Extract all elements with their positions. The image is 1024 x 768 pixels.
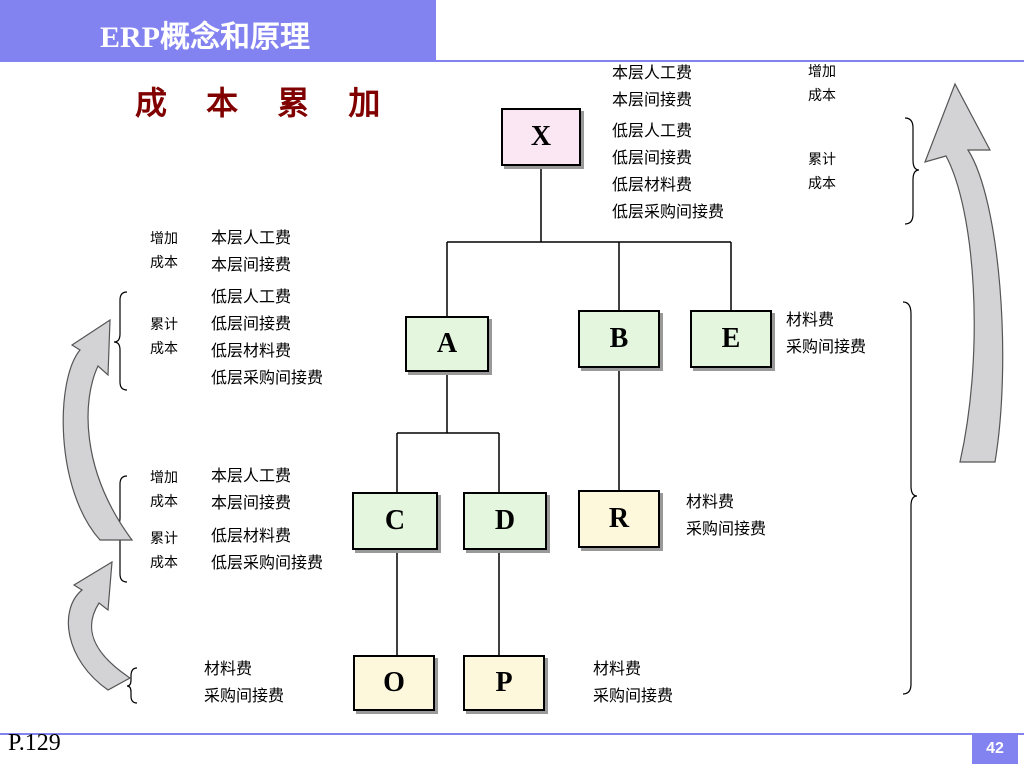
e-cost-1: 材料费 — [786, 310, 835, 329]
node-o: O — [353, 655, 435, 711]
brace-x-right — [904, 117, 920, 225]
x-increase-cost-2: 本层间接费 — [612, 90, 693, 109]
curved-arrow-right — [924, 82, 1004, 463]
a-cumulative-tag-1: 累计 — [150, 317, 178, 333]
diagram-heading: 成 本 累 加 — [135, 84, 395, 122]
curved-arrow-left-upper — [62, 318, 134, 541]
r-cost-1: 材料费 — [686, 492, 735, 511]
title-bar — [0, 0, 436, 62]
x-cumulative-tag-2: 成本 — [808, 176, 836, 192]
node-x: X — [501, 108, 581, 166]
a-increase-tag-1: 增加 — [150, 231, 178, 247]
node-b: B — [578, 310, 660, 368]
brace-a-left — [113, 291, 128, 391]
footer-line — [0, 733, 1024, 735]
x-increase-cost-1: 本层人工费 — [612, 63, 693, 82]
x-cumulative-cost-4: 低层采购间接费 — [612, 202, 725, 221]
c-cumulative-tag-2: 成本 — [150, 555, 178, 571]
a-cumulative-cost-3: 低层材料费 — [211, 341, 292, 360]
p-cost-2: 采购间接费 — [593, 686, 674, 705]
c-cumulative-cost-2: 低层采购间接费 — [211, 553, 324, 572]
a-cumulative-cost-1: 低层人工费 — [211, 287, 292, 306]
o-cost-2: 采购间接费 — [204, 686, 285, 705]
slide-title: ERP概念和原理 — [100, 21, 310, 54]
x-increase-tag-2: 成本 — [808, 88, 836, 104]
node-a: A — [405, 316, 489, 372]
r-cost-2: 采购间接费 — [686, 519, 767, 538]
x-cumulative-tag-1: 累计 — [808, 152, 836, 168]
page-reference: P.129 — [8, 730, 61, 756]
a-increase-cost-2: 本层间接费 — [211, 255, 292, 274]
a-cumulative-cost-2: 低层间接费 — [211, 314, 292, 333]
a-cumulative-tag-2: 成本 — [150, 341, 178, 357]
slide-number: 42 — [972, 734, 1018, 764]
node-e: E — [690, 310, 772, 368]
node-d: D — [463, 492, 547, 550]
curved-arrow-left-lower — [67, 560, 132, 691]
title-underline — [436, 60, 1024, 62]
a-increase-tag-2: 成本 — [150, 255, 178, 271]
e-cost-2: 采购间接费 — [786, 337, 867, 356]
node-r: R — [578, 490, 660, 548]
x-cumulative-cost-2: 低层间接费 — [612, 148, 693, 167]
c-cumulative-tag-1: 累计 — [150, 531, 178, 547]
c-increase-cost-1: 本层人工费 — [211, 466, 292, 485]
a-increase-cost-1: 本层人工费 — [211, 228, 292, 247]
p-cost-1: 材料费 — [593, 659, 642, 678]
c-increase-tag-2: 成本 — [150, 494, 178, 510]
node-p: P — [463, 655, 545, 711]
node-c: C — [352, 492, 438, 550]
x-increase-tag-1: 增加 — [808, 64, 836, 80]
o-cost-1: 材料费 — [204, 659, 253, 678]
c-cumulative-cost-1: 低层材料费 — [211, 526, 292, 545]
brace-o-left — [126, 667, 138, 704]
c-increase-tag-1: 增加 — [150, 470, 178, 486]
a-cumulative-cost-4: 低层采购间接费 — [211, 368, 324, 387]
c-increase-cost-2: 本层间接费 — [211, 493, 292, 512]
x-cumulative-cost-3: 低层材料费 — [612, 175, 693, 194]
x-cumulative-cost-1: 低层人工费 — [612, 121, 693, 140]
brace-big-right — [902, 301, 918, 695]
